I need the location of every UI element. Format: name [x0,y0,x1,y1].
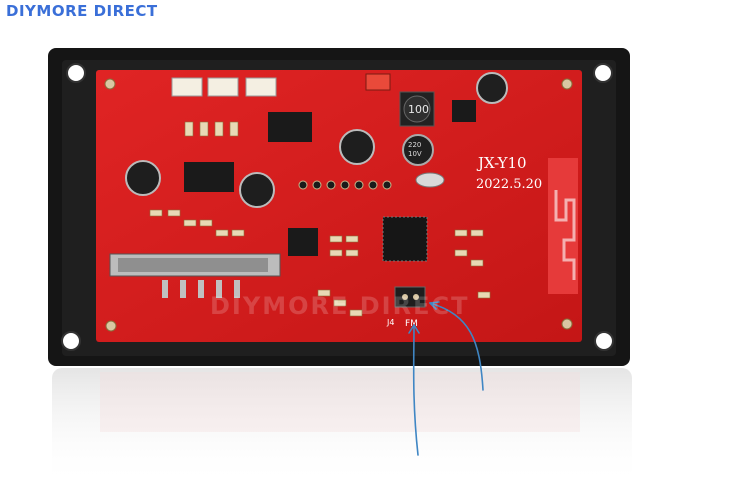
svg-text:220: 220 [408,141,421,149]
pcb-board: 100 220 10V [96,70,582,342]
header-pins [298,180,392,190]
board-date: 2022.5.20 [476,177,542,192]
card-slot [109,253,281,298]
fm-connector [394,286,426,308]
bt-antenna [548,158,578,294]
reflection [52,368,632,486]
mount-hole [66,63,86,83]
connector-ref: J4 [386,318,394,327]
annotation-arrows [408,301,484,456]
fm-label: FM [405,319,418,329]
electrolytic-capacitors: 220 10V [125,72,508,208]
svg-text:10V: 10V [408,150,422,158]
watermark: DIYMORE DIRECT [210,292,470,320]
board-model: JX-Y10 [476,154,527,172]
ic-chips [184,100,476,262]
jst-connectors [171,77,277,97]
mount-hole [61,331,81,351]
mount-hole [594,331,614,351]
brand-logo: DIYMORE DIRECT [6,2,158,20]
smd-parts [149,121,491,317]
inductor-label: 100 [408,103,429,116]
mount-hole [593,63,613,83]
